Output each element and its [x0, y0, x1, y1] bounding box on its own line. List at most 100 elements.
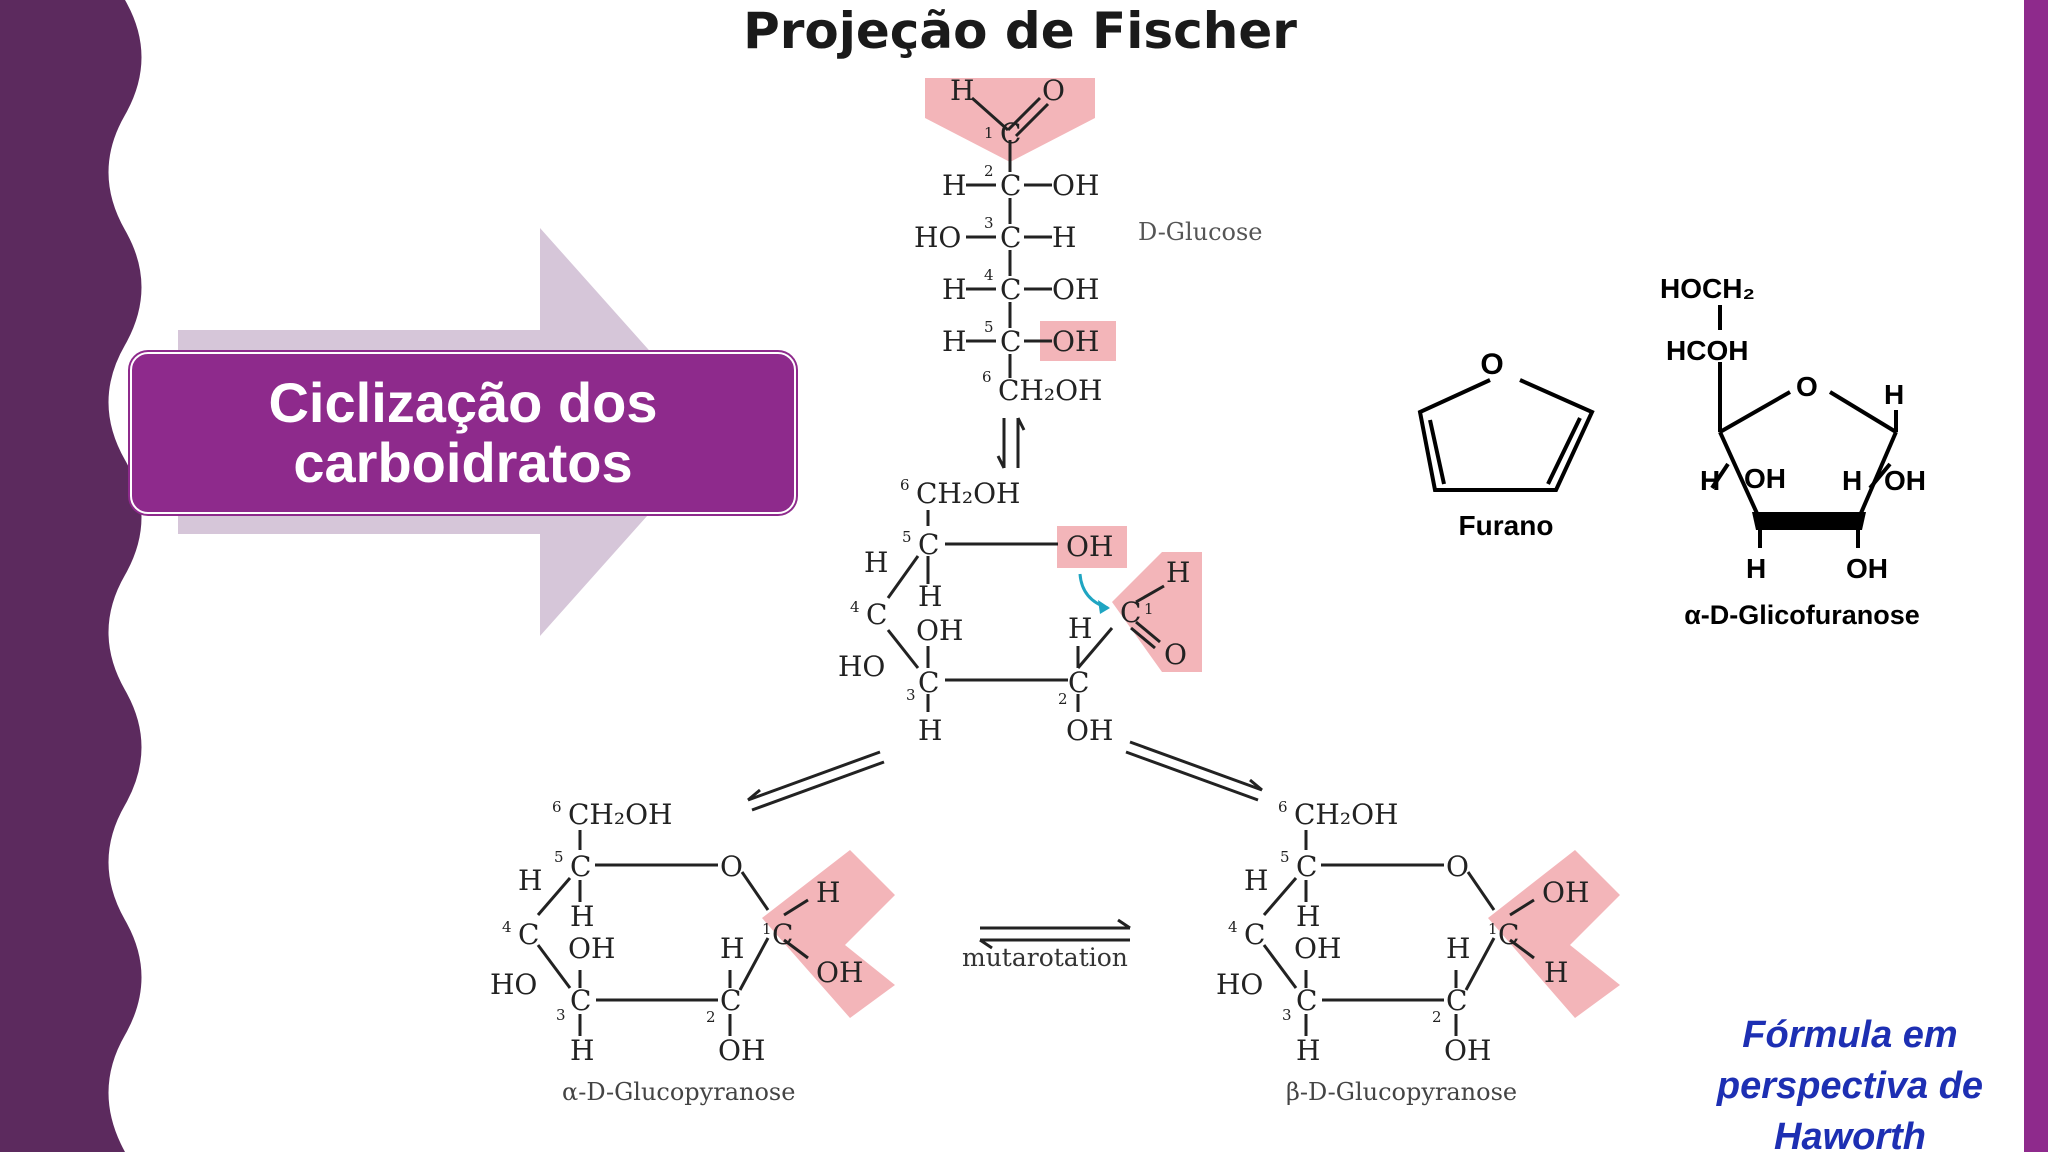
- ring-h2: H: [1068, 612, 1092, 645]
- ring-n5: 5: [902, 528, 912, 546]
- ring-c4: C: [866, 598, 887, 631]
- beta-anomeric-highlight: [1488, 850, 1620, 1018]
- ring-oh2: OH: [1066, 714, 1113, 747]
- beta-ch2oh: CH₂OH: [1294, 798, 1398, 831]
- alpha-n3: 3: [556, 1006, 566, 1024]
- beta-c5: C: [1296, 850, 1317, 883]
- ring-n6: 6: [900, 476, 910, 494]
- beta-c1: C: [1498, 918, 1519, 951]
- furan-o: O: [1480, 348, 1503, 381]
- ring-n3: 3: [906, 686, 916, 704]
- beta-name: β-D-Glucopyranose: [1286, 1078, 1517, 1106]
- subject-label: Ciclização dos carboidratos: [130, 352, 796, 514]
- beta-c3: C: [1296, 984, 1317, 1017]
- furan-structure: [1417, 378, 1595, 492]
- ring-h5-down: H: [918, 580, 942, 613]
- fischer-n3: 3: [984, 214, 994, 232]
- fischer-row2-right: OH: [1052, 169, 1099, 202]
- mutarotation-label: mutarotation: [962, 943, 1128, 972]
- alpha-ch2oh: CH₂OH: [568, 798, 672, 831]
- beta-n3: 3: [1282, 1006, 1292, 1024]
- gf-ring-o: O: [1796, 371, 1818, 402]
- alpha-h5-down: H: [570, 900, 594, 933]
- fischer-top-o: O: [1042, 74, 1065, 107]
- ring-oh4: OH: [916, 614, 963, 647]
- haworth-line-3: Haworth: [1774, 1116, 1926, 1158]
- alpha-oh4: OH: [568, 932, 615, 965]
- furanose-bold-edge: [1752, 512, 1866, 530]
- alpha-name: α-D-Glucopyranose: [562, 1078, 795, 1106]
- beta-h2: H: [1446, 932, 1470, 965]
- fischer-c1: C: [1000, 117, 1021, 150]
- beta-c2: C: [1446, 984, 1467, 1017]
- beta-n4: 4: [1228, 918, 1238, 936]
- gf-h-right-top: H: [1842, 465, 1862, 496]
- gf-oh-bottom: OH: [1846, 553, 1888, 584]
- haworth-line-2: perspectiva de: [1716, 1065, 1984, 1107]
- fischer-row2-left: H: [942, 169, 966, 202]
- glucofuranose-structure: [1710, 305, 1898, 548]
- bond-lines: [536, 96, 1535, 1036]
- ring-c3: C: [918, 666, 939, 699]
- fischer-row4-left: H: [942, 273, 966, 306]
- fischer-n6: 6: [982, 368, 992, 386]
- fischer-top-h: H: [950, 74, 974, 107]
- alpha-n4: 4: [502, 918, 512, 936]
- gf-name: α-D-Glicofuranose: [1684, 600, 1920, 630]
- fischer-n5: 5: [984, 318, 994, 336]
- alpha-c2: C: [720, 984, 741, 1017]
- ring-ch2oh: CH₂OH: [916, 477, 1020, 510]
- gf-hcoh: HCOH: [1666, 335, 1748, 366]
- arrow-head: [1098, 600, 1110, 614]
- open-ring-structure: 6 CH₂OH 5 C OH H H 4 C OH HO 3 C H H 2 C…: [838, 476, 1190, 747]
- beta-c4: C: [1244, 918, 1265, 951]
- c5-oh-highlight: [1040, 321, 1116, 361]
- fischer-row3-left: HO: [914, 221, 961, 254]
- fischer-row4-c: C: [1000, 273, 1021, 306]
- ring-h5-up: H: [864, 546, 888, 579]
- ring-h1: H: [1166, 556, 1190, 589]
- alpha-oh2: OH: [718, 1034, 765, 1067]
- alpha-c3: C: [570, 984, 591, 1017]
- haworth-line-1: Fórmula em: [1742, 1014, 1958, 1056]
- alpha-h3: H: [570, 1034, 594, 1067]
- gf-oh-right-top: OH: [1884, 465, 1926, 496]
- beta-ring-o: O: [1446, 850, 1469, 883]
- nucleophilic-attack-arrow: [1078, 573, 1109, 610]
- ring-n4: 4: [850, 598, 860, 616]
- beta-n1: 1: [1488, 920, 1498, 938]
- fischer-n4: 4: [984, 266, 994, 284]
- beta-h3: H: [1296, 1034, 1320, 1067]
- fischer-row3-c: C: [1000, 221, 1021, 254]
- alpha-h5-up: H: [518, 864, 542, 897]
- furan-name: Furano: [1459, 510, 1554, 541]
- alpha-sub-up: H: [816, 876, 840, 909]
- fischer-name: D-Glucose: [1138, 218, 1263, 246]
- alpha-sub-down: OH: [816, 956, 863, 989]
- fischer-bottom: CH₂OH: [998, 374, 1102, 407]
- beta-n2: 2: [1432, 1008, 1442, 1026]
- ring-c1: C: [1120, 596, 1141, 629]
- alpha-c5: C: [570, 850, 591, 883]
- beta-ho4: HO: [1216, 968, 1263, 1001]
- aldehyde-highlight: [925, 78, 1095, 162]
- alpha-ring-o: O: [720, 850, 743, 883]
- right-edge-bar: [2024, 0, 2048, 1152]
- page-title: Projeção de Fischer: [743, 2, 1297, 60]
- beta-sub-down: H: [1544, 956, 1568, 989]
- beta-glucopyranose: 6 CH₂OH 5 C O H H 4 C OH HO 3 C H H 2 C …: [1216, 798, 1589, 1106]
- fischer-row4-right: OH: [1052, 273, 1099, 306]
- beta-oh4: OH: [1294, 932, 1341, 965]
- gf-oh-left-top: OH: [1744, 463, 1786, 494]
- ring-oh-highlight: [1057, 526, 1127, 568]
- highlight-shapes: [762, 78, 1620, 1018]
- alpha-n2: 2: [706, 1008, 716, 1026]
- fischer-row5-c: C: [1000, 325, 1021, 358]
- alpha-c1: C: [772, 918, 793, 951]
- alpha-n6: 6: [552, 798, 562, 816]
- gf-h-right: H: [1884, 379, 1904, 410]
- ring-ho4: HO: [838, 650, 885, 683]
- ring-c2: C: [1068, 666, 1089, 699]
